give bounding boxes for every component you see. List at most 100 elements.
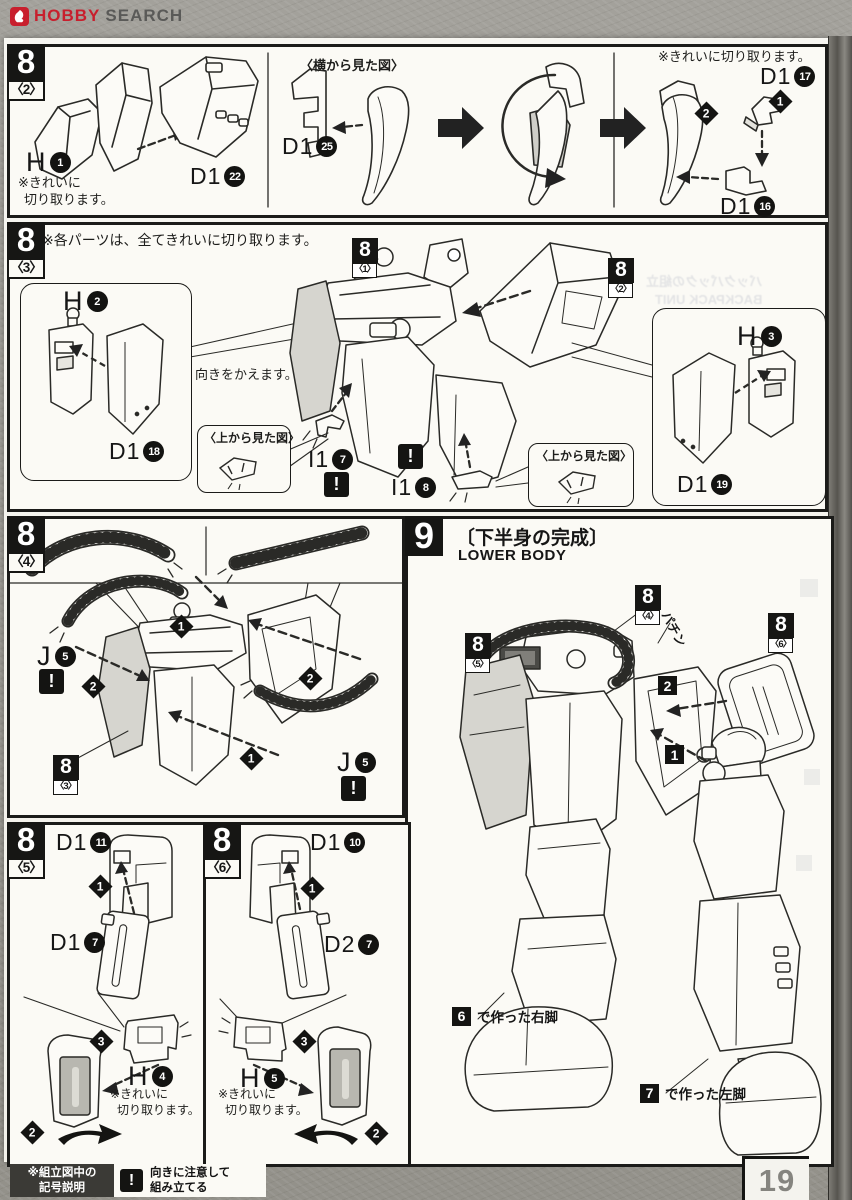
orientation-warning-icon: ! [120, 1169, 143, 1192]
legend-warning-box: ! 向きに注意して 組み立てる [114, 1164, 266, 1197]
part-label-d2-7: D2 7 [324, 931, 380, 958]
part-number-circle: 17 [794, 66, 816, 87]
subassembly-box-h2-d118: H 2 D1 18 [20, 283, 192, 481]
part-number-circle: 2 [86, 291, 108, 312]
step-number: 8 [7, 44, 45, 80]
step-marker-2: 2 [658, 676, 677, 695]
top-view-callout-2: 〈上から見た図〉 [528, 443, 634, 507]
ref-substep: 〈2〉 [608, 283, 633, 298]
ref-substep: 〈6〉 [768, 638, 793, 653]
part-code: D1 [282, 133, 314, 159]
part-label-j5-right: J 5 [337, 747, 376, 778]
part-label-d1-18: D1 18 [109, 438, 165, 465]
ref-step: 8 [608, 258, 634, 283]
legend-line: 記号説明 [39, 1181, 85, 1194]
top-view-label: 〈上から見た図〉 [536, 449, 633, 463]
note-line: ※きれいに [18, 175, 81, 190]
ref-badge-8-3: 8 〈3〉 [53, 755, 79, 795]
ref-badge-8-1: 8 〈1〉 [352, 238, 378, 278]
part-label-h2: H 2 [63, 286, 108, 317]
part-code: D1 [677, 471, 709, 497]
part-code: J [337, 747, 352, 777]
part-code: D1 [310, 829, 342, 855]
orientation-warning-icon: ! [324, 472, 349, 497]
step9-line-art [459, 579, 822, 1156]
right-leg-caption: 6 で作った右脚 [452, 1006, 558, 1026]
part-code: D1 [50, 929, 82, 955]
part-number-circle: 1 [49, 152, 71, 173]
step-badge-8-3: 8 〈3〉 [7, 222, 45, 279]
part-label-d1-17: D1 17 [760, 63, 816, 90]
part-code: D1 [56, 829, 88, 855]
part-label-i1-8: I1 8 [391, 474, 437, 501]
step8-3-line-art [189, 238, 653, 503]
part-code: I1 [391, 474, 413, 500]
step8-5-line-art [23, 834, 192, 1145]
hobbysearch-logo-icon [10, 6, 29, 26]
part-label-d1-10: D1 10 [310, 829, 366, 856]
ref-substep: 〈3〉 [53, 780, 78, 795]
part-number-circle: 25 [316, 136, 338, 157]
panel-step8-5: 8 〈5〉 D1 11 1 D1 7 3 H 4 ※きれいに 切り取ります。 2 [7, 822, 209, 1167]
part-code: H [63, 286, 84, 316]
right-leg-text: で作った右脚 [477, 1010, 558, 1025]
part-number-circle: 22 [224, 166, 246, 187]
part-code: H [128, 1061, 149, 1091]
top-view-part-drawing [557, 471, 596, 504]
cut-cleanly-note-right: ※きれいに切り取ります。 [658, 49, 811, 64]
legend-warning-text: 向きに注意して 組み立てる [150, 1166, 230, 1195]
part-number-circle: 7 [84, 932, 106, 953]
part-label-h5: H 5 [240, 1063, 285, 1094]
part-number-circle: 11 [90, 832, 112, 853]
orientation-warning-icon: ! [398, 444, 423, 469]
part-label-d1-7: D1 7 [50, 929, 106, 956]
top-view-callout-1: 〈上から見た図〉 [197, 425, 300, 493]
step-substep: 〈4〉 [7, 552, 45, 573]
part-code: D1 [720, 193, 752, 219]
side-view-label: 〈横から見た図〉 [300, 58, 405, 73]
note-line: ※きれいに [218, 1087, 277, 1101]
ref-step: 8 [768, 613, 794, 638]
bleed-through-text: バックパックの組立 BACKPACK UNIT [646, 273, 762, 309]
legend-line: ※組立図中の [27, 1167, 97, 1180]
brand-search: SEARCH [105, 6, 184, 25]
part-number-circle: 5 [54, 646, 76, 667]
ref-step: 8 [635, 585, 661, 610]
step-badge-9: 9 [405, 516, 443, 556]
brand-hobby: HOBBY [34, 6, 101, 25]
step-number: 8 [7, 222, 45, 258]
step-substep: 〈5〉 [7, 858, 45, 879]
step-number: 8 [7, 822, 45, 858]
part-number-circle: 10 [344, 832, 366, 853]
step8-4-line-art [10, 525, 402, 786]
ref-substep: 〈4〉 [635, 610, 660, 625]
top-view-part-drawing [218, 457, 257, 490]
step-number: 8 [203, 822, 241, 858]
step-substep: 〈3〉 [7, 258, 45, 279]
h2-d118-drawing [48, 307, 164, 435]
legend-warning-line: 向きに注意して [150, 1167, 231, 1180]
part-number-circle: 16 [754, 196, 776, 217]
part-number-circle: 19 [711, 474, 733, 495]
part-number-circle: 3 [760, 326, 782, 347]
ref-step: 8 [465, 633, 491, 658]
part-code: I1 [308, 446, 330, 472]
left-leg-text: で作った左脚 [665, 1087, 746, 1102]
note-line: 切り取ります。 [225, 1102, 308, 1117]
ghost-line: バックパックの組立 [646, 274, 763, 289]
panel-step8-4: 8 〈4〉 J 5 ! 1 2 2 1 J 5 ! 8 〈3〉 [7, 516, 405, 818]
ref-badge-8-5: 8 〈5〉 [465, 633, 491, 673]
part-label-d1-25: D1 25 [282, 133, 338, 160]
panel-step8-6: 8 〈6〉 D1 10 1 D2 7 3 H 5 ※きれいに 切り取ります。 2 [203, 822, 411, 1167]
page-number: 19 [742, 1156, 809, 1200]
part-number-circle: 7 [332, 449, 354, 470]
part-label-h1: H 1 [26, 147, 71, 178]
part-label-i1-7: I1 7 [308, 446, 354, 473]
part-number-circle: 4 [151, 1066, 173, 1087]
note-line: 切り取ります。 [117, 1102, 200, 1117]
panel-step8-3: 8 〈3〉 ※各パーツは、全てきれいに切り取ります。 バックパックの組立 BAC… [7, 222, 828, 512]
orientation-warning-icon: ! [39, 669, 64, 694]
change-orientation-note: 向きをかえます。 [195, 367, 298, 382]
ghost-line: BACKPACK UNIT [654, 292, 763, 308]
cut-cleanly-note: ※きれいに 切り取ります。 [110, 1087, 200, 1118]
